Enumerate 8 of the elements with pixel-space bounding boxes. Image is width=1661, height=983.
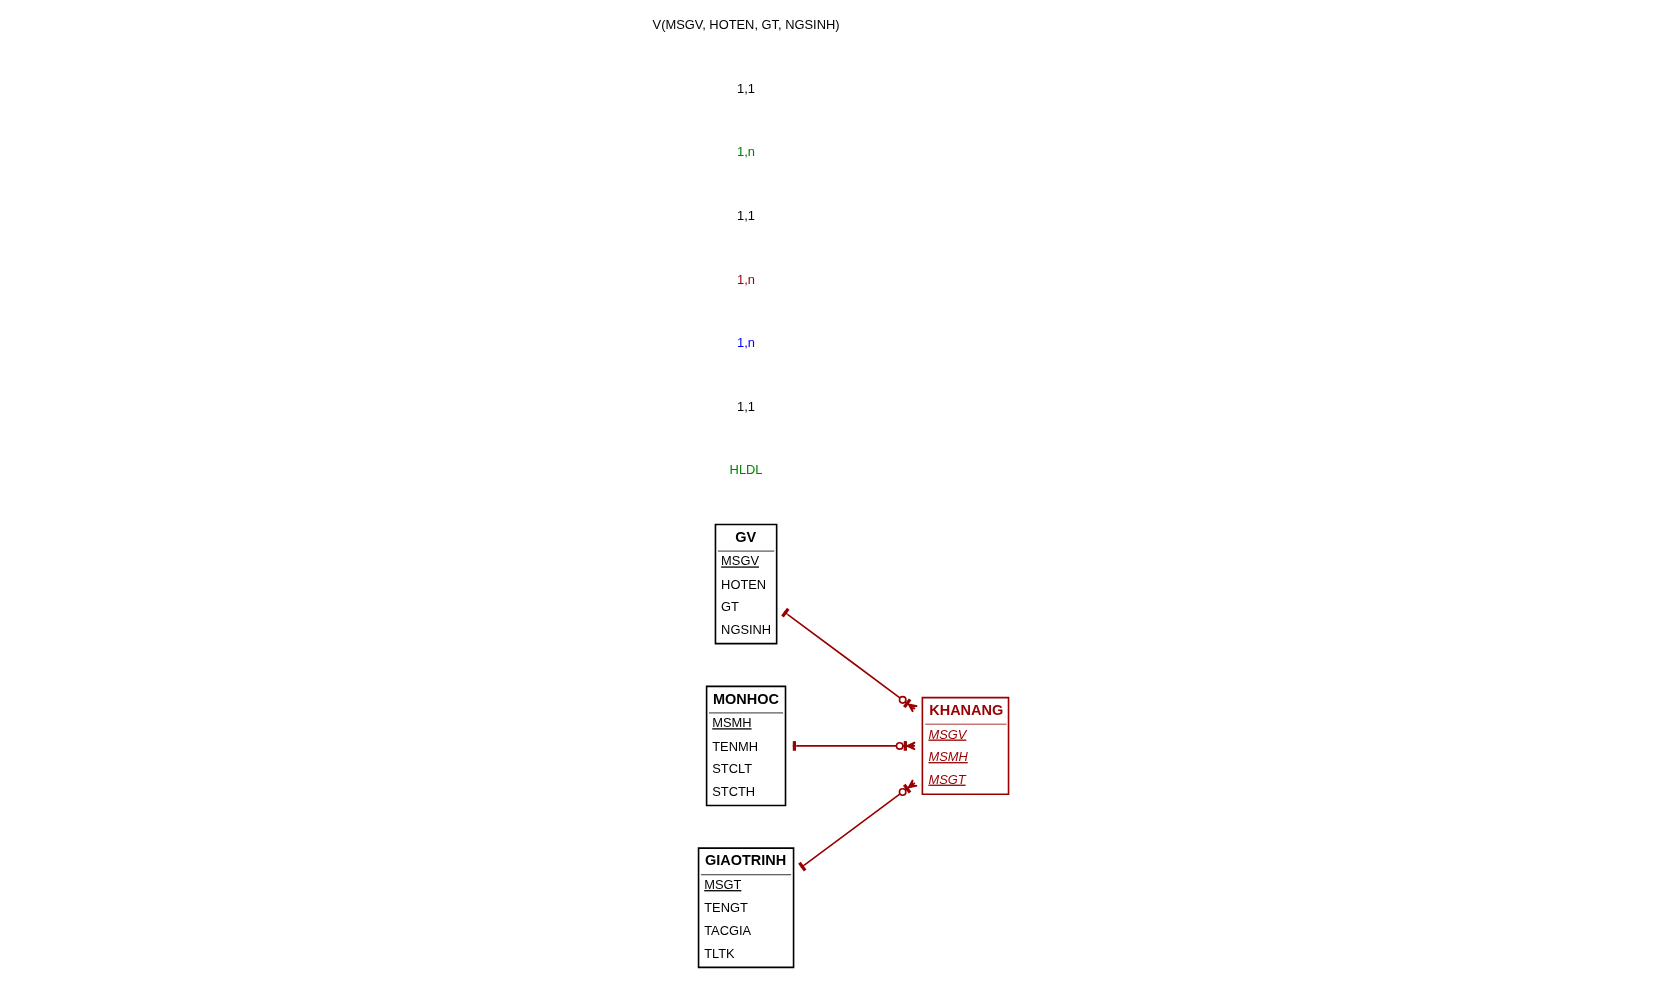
label: 1,1 bbox=[736, 80, 755, 96]
label: 1,1 bbox=[736, 208, 755, 224]
label: 1,n bbox=[736, 271, 755, 287]
label: V(MSGV, HOTEN, GT, NGSINH) bbox=[652, 17, 840, 33]
label: 1,n bbox=[736, 144, 755, 160]
label: 1,n bbox=[736, 335, 755, 351]
label: 1,1 bbox=[736, 398, 755, 414]
label: HLDL bbox=[729, 462, 763, 478]
